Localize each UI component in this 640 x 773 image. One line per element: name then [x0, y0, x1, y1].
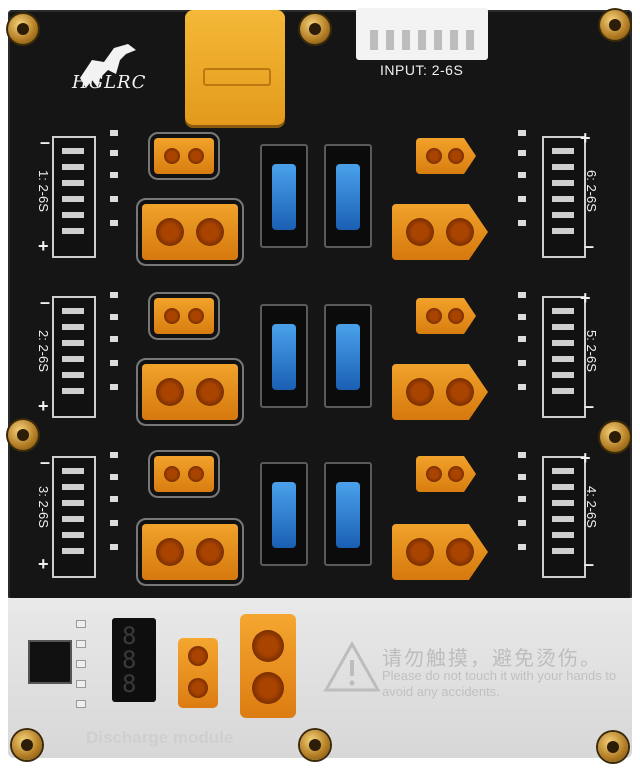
fuse-slot: [324, 304, 372, 408]
balance-port: [542, 296, 586, 418]
port-label: 4: 2-6S: [584, 486, 599, 528]
brass-screw-icon: [300, 14, 330, 44]
xt60-connector: [392, 364, 488, 420]
blue-fuse-icon: [336, 482, 360, 548]
blue-fuse-icon: [272, 324, 296, 390]
xt30-connector: [416, 456, 476, 492]
balance-port: [52, 136, 96, 258]
balance-port: [52, 296, 96, 418]
brass-screw-icon: [8, 14, 38, 44]
plus-sign: +: [580, 128, 591, 148]
warning-text-zh: 请勿触摸，避免烫伤。: [382, 648, 602, 670]
status-led: [76, 660, 86, 668]
discharge-button[interactable]: [28, 640, 72, 684]
plus-sign: +: [38, 554, 49, 574]
port-label: 5: 2-6S: [584, 330, 599, 372]
port-label: 6: 2-6S: [584, 170, 599, 212]
port-label: 3: 2-6S: [36, 486, 51, 528]
xt30-connector: [416, 298, 476, 334]
fuse-slot: [260, 462, 308, 566]
fuse-slot: [324, 462, 372, 566]
fuse-slot: [260, 144, 308, 248]
brass-screw-icon: [12, 730, 42, 760]
blue-fuse-icon: [272, 164, 296, 230]
status-led: [76, 620, 86, 628]
minus-sign: –: [40, 292, 51, 312]
xt30-connector: [154, 138, 214, 174]
status-led: [76, 700, 86, 708]
status-led: [76, 640, 86, 648]
brass-screw-icon: [600, 422, 630, 452]
plus-sign: +: [580, 288, 591, 308]
warning-triangle-icon: [323, 640, 381, 692]
input-balance-header: [356, 8, 488, 60]
balance-port: [542, 456, 586, 578]
port-label: 2: 2-6S: [36, 330, 51, 372]
xt60-connector: [142, 524, 238, 580]
status-led: [76, 680, 86, 688]
dinosaur-icon: [80, 44, 136, 88]
plus-sign: +: [38, 396, 49, 416]
xt30-discharge-connector: [178, 638, 218, 708]
brass-screw-icon: [8, 420, 38, 450]
xt60-connector: [392, 204, 488, 260]
input-label: INPUT: 2-6S: [380, 62, 464, 78]
plus-sign: +: [580, 448, 591, 468]
blue-fuse-icon: [336, 324, 360, 390]
minus-sign: –: [584, 396, 595, 416]
xt60-connector: [392, 524, 488, 580]
module-label: Discharge module: [86, 728, 234, 747]
warning-text-en: Please do not touch it with your hands t…: [382, 668, 617, 699]
xt30-connector: [416, 138, 476, 174]
minus-sign: –: [40, 132, 51, 152]
brass-screw-icon: [300, 730, 330, 760]
brass-screw-icon: [598, 732, 628, 762]
minus-sign: –: [584, 236, 595, 256]
brass-screw-icon: [600, 10, 630, 40]
fuse-slot: [324, 144, 372, 248]
blue-fuse-icon: [272, 482, 296, 548]
blue-fuse-icon: [336, 164, 360, 230]
balance-port: [542, 136, 586, 258]
minus-sign: –: [584, 554, 595, 574]
brand-name: HGLRC: [72, 72, 147, 93]
port-label: 1: 2-6S: [36, 170, 51, 212]
xt30-connector: [154, 456, 214, 492]
xt60-connector: [142, 204, 238, 260]
xt90-input-connector: [185, 10, 285, 125]
xt60-connector: [142, 364, 238, 420]
balance-port: [52, 456, 96, 578]
fuse-slot: [260, 304, 308, 408]
plus-sign: +: [38, 236, 49, 256]
minus-sign: –: [40, 452, 51, 472]
xt30-connector: [154, 298, 214, 334]
xt60-discharge-connector: [240, 614, 296, 718]
